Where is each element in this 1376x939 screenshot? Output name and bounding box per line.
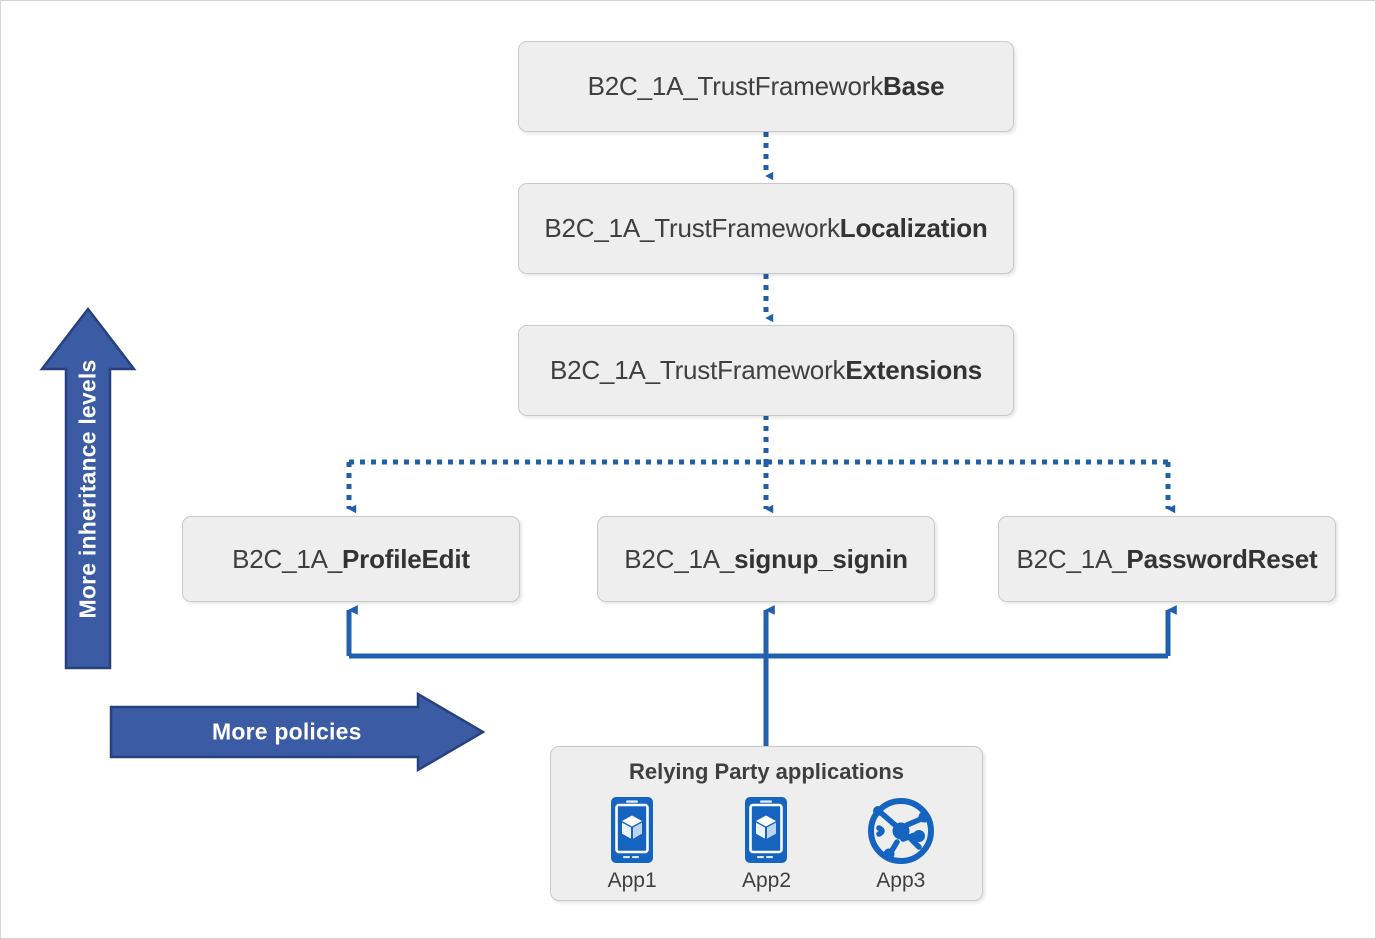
list-item-label: App2 bbox=[741, 869, 791, 892]
list-item[interactable]: App3 bbox=[851, 795, 951, 893]
policy-box-profileedit[interactable]: B2C_1A_ProfileEdit bbox=[182, 516, 520, 602]
policy-box-signup-signin[interactable]: B2C_1A_signup_signin bbox=[597, 516, 935, 602]
policy-box-label: B2C_1A_PasswordReset bbox=[1016, 543, 1318, 574]
policy-box-trustframeworklocalization[interactable]: B2C_1A_TrustFrameworkLocalization bbox=[518, 183, 1014, 274]
policy-box-trustframeworkextensions[interactable]: B2C_1A_TrustFrameworkExtensions bbox=[518, 325, 1014, 416]
list-item[interactable]: App1 bbox=[582, 795, 682, 893]
policy-box-trustframeworkbase[interactable]: B2C_1A_TrustFrameworkBase bbox=[518, 41, 1014, 132]
more-inheritance-levels-arrow: More inheritance levels bbox=[39, 306, 137, 671]
relying-party-app-list: App1 bbox=[565, 795, 968, 893]
relying-party-title: Relying Party applications bbox=[628, 759, 905, 784]
policy-box-label: B2C_1A_ProfileEdit bbox=[232, 543, 470, 574]
list-item-label: App1 bbox=[607, 869, 657, 892]
right-arrow-label: More policies bbox=[212, 718, 362, 745]
list-item-label: App3 bbox=[876, 869, 926, 892]
policy-box-passwordreset[interactable]: B2C_1A_PasswordReset bbox=[998, 516, 1336, 602]
web-app-globe-icon bbox=[867, 795, 935, 865]
relying-party-applications-group[interactable]: Relying Party applications bbox=[550, 746, 983, 901]
policy-box-label: B2C_1A_TrustFrameworkExtensions bbox=[549, 355, 983, 385]
list-item[interactable]: App2 bbox=[716, 795, 816, 893]
mobile-app-icon bbox=[742, 795, 790, 865]
more-policies-arrow: More policies bbox=[108, 691, 486, 773]
policy-box-label: B2C_1A_signup_signin bbox=[624, 543, 908, 574]
mobile-app-icon bbox=[608, 795, 656, 865]
up-arrow-shape bbox=[39, 306, 137, 670]
up-arrow-label: More inheritance levels bbox=[74, 359, 101, 618]
policy-box-label: B2C_1A_TrustFrameworkLocalization bbox=[544, 213, 988, 243]
right-arrow-shape bbox=[109, 691, 486, 773]
policy-box-label: B2C_1A_TrustFrameworkBase bbox=[587, 71, 945, 101]
